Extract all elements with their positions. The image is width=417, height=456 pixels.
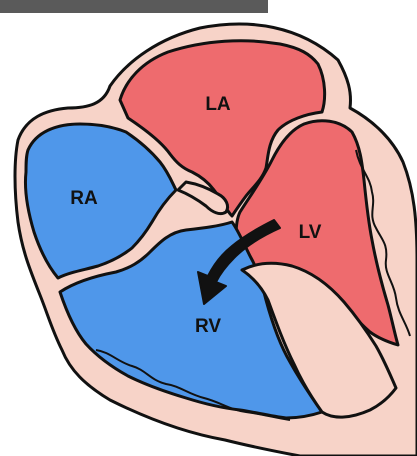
label-la: LA xyxy=(205,94,231,115)
label-rv: RV xyxy=(195,316,221,337)
label-ra: RA xyxy=(70,188,98,209)
label-lv: LV xyxy=(299,222,322,243)
top-bar xyxy=(0,0,268,13)
